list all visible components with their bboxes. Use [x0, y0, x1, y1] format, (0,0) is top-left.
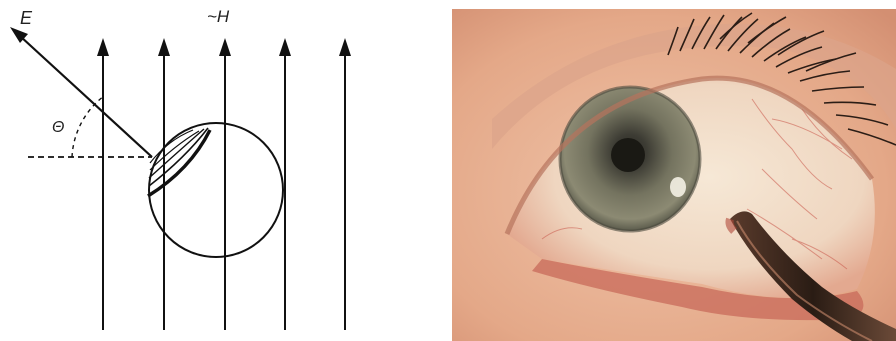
field-arrow-1 [97, 38, 109, 56]
label-h: ~H [207, 7, 230, 26]
corneal-reflection [670, 177, 686, 197]
label-theta: Θ [52, 119, 64, 136]
eye-photograph [452, 9, 896, 341]
angle-arc [72, 96, 104, 157]
label-e: E [20, 8, 33, 28]
field-arrow-2 [158, 38, 170, 56]
pupil [611, 138, 645, 172]
field-diagram: E ~H Θ [0, 0, 440, 341]
field-arrow-5 [339, 38, 351, 56]
field-arrow-3 [219, 38, 231, 56]
e-vector [20, 36, 152, 157]
field-arrow-4 [279, 38, 291, 56]
